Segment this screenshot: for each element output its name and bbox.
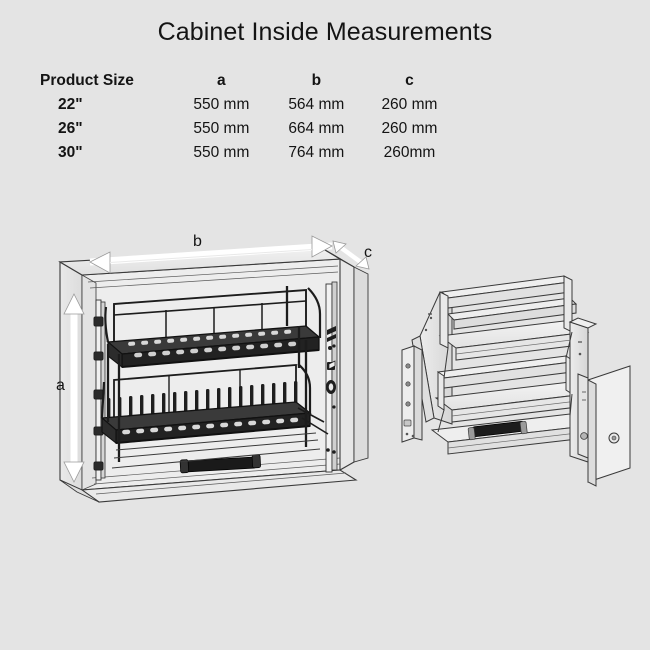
upper-shelf <box>438 275 590 361</box>
lower-shelf <box>434 355 588 423</box>
right-slide-rail <box>325 281 338 473</box>
column-header-b: b <box>311 72 322 89</box>
cell-b: 564 mm <box>288 96 345 113</box>
cell-a: 550 mm <box>193 144 250 161</box>
dimension-label-c: c <box>364 244 372 261</box>
cell-product-size: 30" <box>58 144 83 161</box>
cell-b: 664 mm <box>288 120 345 137</box>
cell-product-size: 22" <box>58 96 83 113</box>
dimension-arrow-c <box>332 240 370 270</box>
vertical-support-posts <box>106 286 308 462</box>
cell-c: 260 mm <box>381 120 438 137</box>
cell-c: 260mm <box>383 144 436 161</box>
cabinet-diagram-illustration <box>58 235 370 503</box>
page-title: Cabinet Inside Measurements <box>157 18 493 46</box>
column-header-product-size: Product Size <box>40 72 134 89</box>
rack-unit-illustration <box>401 275 631 487</box>
cell-a: 550 mm <box>193 96 250 113</box>
cell-a: 550 mm <box>193 120 250 137</box>
lower-dish-rack <box>100 363 329 445</box>
table-row: 30" 550 mm 764 mm 260mm <box>36 141 456 165</box>
cell-product-size: 26" <box>58 120 83 137</box>
table-header-row: Product Size a b c <box>36 69 456 93</box>
table-row: 22" 550 mm 564 mm 260 mm <box>36 93 456 117</box>
left-rail-assembly <box>401 345 423 443</box>
pull-handle <box>467 421 528 441</box>
bottom-frame-rails <box>111 432 321 469</box>
dimension-label-a: a <box>56 377 65 394</box>
dimension-arrow-b <box>89 235 333 274</box>
measurements-table: Product Size a b c 22" 550 mm 564 mm 260… <box>36 69 456 165</box>
dimension-arrow-a <box>63 293 85 483</box>
dimension-label-b: b <box>193 233 202 250</box>
right-rail-assembly <box>577 373 589 459</box>
cell-b: 764 mm <box>288 144 345 161</box>
door-front-panel <box>587 365 631 487</box>
column-header-c: c <box>405 72 414 89</box>
column-header-a: a <box>217 72 226 89</box>
table-row: 26" 550 mm 664 mm 260 mm <box>36 117 456 141</box>
cell-c: 260 mm <box>381 96 438 113</box>
pull-handle <box>179 454 261 474</box>
upper-wire-basket <box>104 287 322 369</box>
